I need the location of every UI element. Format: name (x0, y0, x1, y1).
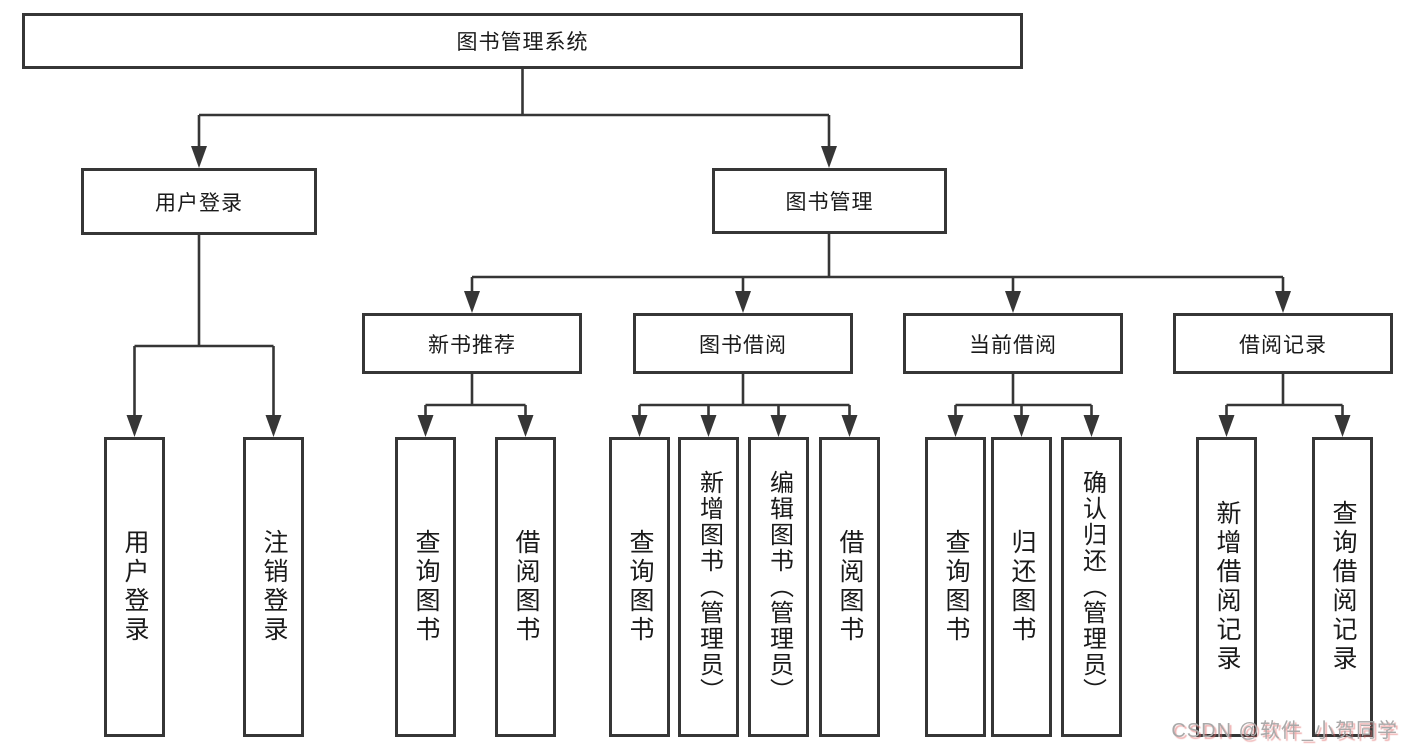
leaf-borrow-books-1-label: 借阅图书 (512, 529, 540, 645)
leaf-logout-label: 注销登录 (260, 529, 288, 645)
node-user-login: 用户登录 (81, 168, 317, 235)
node-current-borrowing-label: 当前借阅 (969, 333, 1057, 357)
leaf-borrow-books-2: 借阅图书 (819, 437, 880, 737)
node-root: 图书管理系统 (22, 13, 1023, 69)
leaf-edit-book-admin: 编辑图书（管理员） (748, 437, 809, 737)
leaf-return-books-label: 归还图书 (1008, 529, 1036, 645)
leaf-query-books-2-label: 查询图书 (626, 529, 654, 645)
leaf-query-borrow-record-label: 查询借阅记录 (1329, 500, 1357, 674)
node-current-borrowing: 当前借阅 (903, 313, 1123, 374)
leaf-add-book-admin-label: 新增图书（管理员） (695, 470, 723, 704)
leaf-edit-book-admin-label: 编辑图书（管理员） (765, 470, 793, 704)
leaf-borrow-books-2-label: 借阅图书 (836, 529, 864, 645)
leaf-user-login-label: 用户登录 (121, 529, 149, 645)
leaf-user-login: 用户登录 (104, 437, 165, 737)
node-new-book-recommend-label: 新书推荐 (428, 333, 516, 357)
leaf-add-book-admin: 新增图书（管理员） (678, 437, 739, 737)
leaf-query-borrow-record: 查询借阅记录 (1312, 437, 1373, 737)
node-book-borrowing: 图书借阅 (633, 313, 853, 374)
node-root-label: 图书管理系统 (456, 31, 589, 54)
csdn-watermark: CSDN @软件_小贺同学 (1171, 720, 1398, 742)
node-user-login-label: 用户登录 (155, 191, 243, 215)
leaf-query-books-1: 查询图书 (395, 437, 456, 737)
leaf-borrow-books-1: 借阅图书 (495, 437, 556, 737)
node-new-book-recommend: 新书推荐 (362, 313, 582, 374)
node-book-management-label: 图书管理 (785, 191, 874, 214)
leaf-logout: 注销登录 (243, 437, 304, 737)
leaf-add-borrow-record: 新增借阅记录 (1196, 437, 1257, 737)
leaf-query-books-1-label: 查询图书 (412, 529, 440, 645)
leaf-add-borrow-record-label: 新增借阅记录 (1213, 500, 1241, 674)
node-borrowing-records: 借阅记录 (1173, 313, 1393, 374)
node-book-management: 图书管理 (712, 168, 947, 234)
leaf-confirm-return-admin: 确认归还（管理员） (1061, 437, 1122, 737)
leaf-query-books-2: 查询图书 (609, 437, 670, 737)
leaf-confirm-return-admin-label: 确认归还（管理员） (1078, 470, 1106, 704)
leaf-query-books-3-label: 查询图书 (942, 529, 970, 645)
node-book-borrowing-label: 图书借阅 (699, 333, 787, 357)
leaf-return-books: 归还图书 (991, 437, 1052, 737)
leaf-query-books-3: 查询图书 (925, 437, 986, 737)
node-borrowing-records-label: 借阅记录 (1239, 333, 1327, 357)
